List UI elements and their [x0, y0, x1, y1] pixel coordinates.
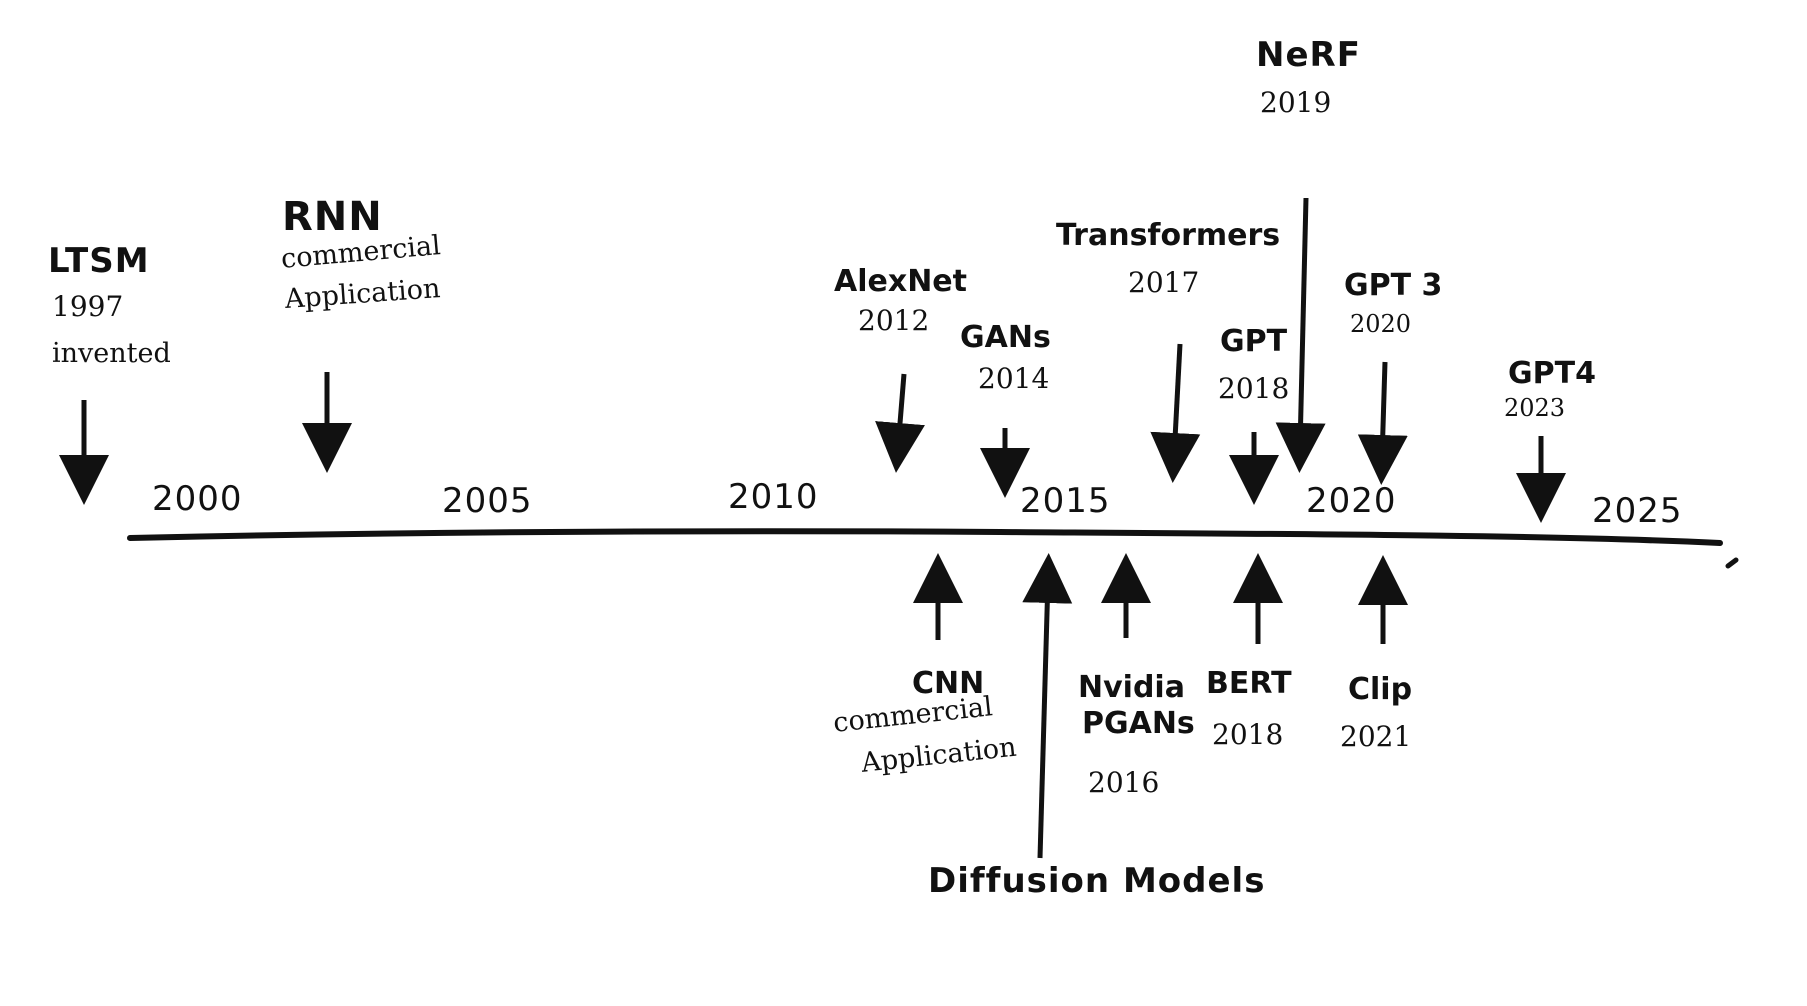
clip-title: Clip: [1348, 672, 1413, 707]
tick-2015: 2015: [1020, 481, 1111, 521]
ltsm-title: LTSM: [48, 241, 150, 281]
axis-end-mark: [1725, 557, 1739, 569]
gpt4-year: 2023: [1504, 394, 1566, 422]
transformers-title: Transformers: [1056, 218, 1281, 253]
gpt-year: 2018: [1218, 372, 1290, 405]
clip-year: 2021: [1340, 720, 1412, 753]
cnn-title: CNN: [912, 666, 985, 701]
gpt4-title: GPT4: [1508, 356, 1596, 391]
gpt3-arrow: [1357, 361, 1408, 485]
diffusion-arrow: [1022, 553, 1073, 859]
transformers-arrow: [1150, 343, 1201, 483]
alexnet-title: AlexNet: [834, 264, 967, 299]
nerf-arrow: [1275, 197, 1326, 473]
tick-2025: 2025: [1592, 491, 1683, 531]
alexnet-year: 2012: [858, 304, 930, 337]
tick-2000: 2000: [152, 479, 243, 519]
bert-title: BERT: [1206, 666, 1292, 701]
nerf-year: 2019: [1260, 86, 1332, 119]
alexnet-arrow: [875, 373, 925, 473]
gans-year: 2014: [978, 362, 1050, 395]
diffusion-title: Diffusion Models: [928, 861, 1266, 901]
tick-2010: 2010: [728, 477, 819, 517]
gans-title: GANs: [960, 320, 1051, 355]
tick-2020: 2020: [1306, 481, 1397, 521]
gpt-title: GPT: [1220, 324, 1288, 359]
gpt3-title: GPT 3: [1344, 268, 1443, 303]
ltsm-note: invented: [52, 338, 171, 369]
bert-year: 2018: [1212, 718, 1284, 751]
transformers-year: 2017: [1128, 266, 1200, 299]
nvidia-title: Nvidia: [1078, 670, 1185, 705]
rnn-title: RNN: [282, 194, 383, 240]
nvidia-pgans: PGANs: [1082, 706, 1195, 741]
gpt3-year: 2020: [1350, 310, 1412, 338]
nvidia-year: 2016: [1088, 766, 1160, 799]
tick-2005: 2005: [442, 481, 533, 521]
timeline-axis: [127, 528, 1723, 546]
nerf-title: NeRF: [1256, 35, 1361, 75]
ltsm-year: 1997: [52, 290, 124, 323]
